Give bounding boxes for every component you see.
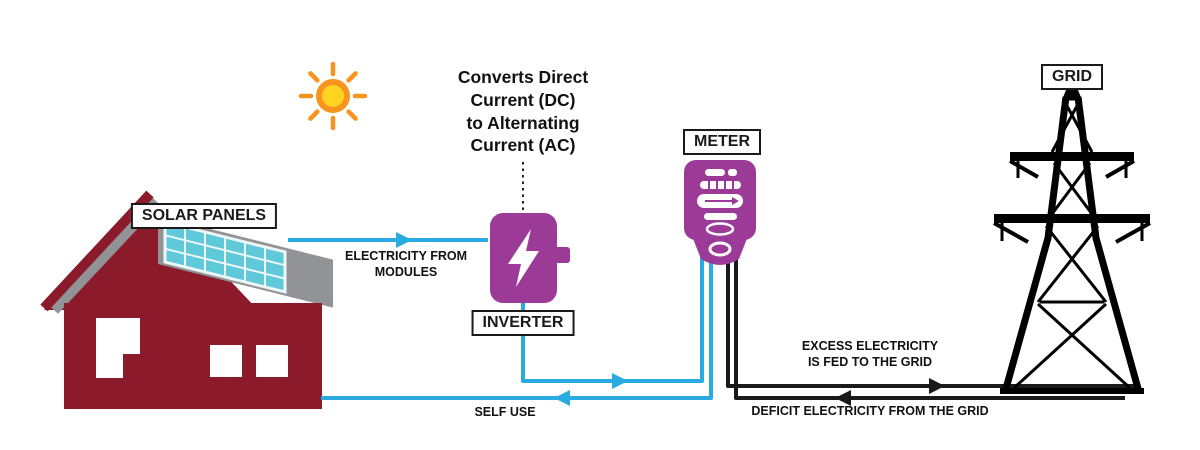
grid-label: GRID bbox=[1041, 64, 1103, 90]
meter-display-bar bbox=[705, 169, 725, 176]
self-use-label: SELF USE bbox=[474, 405, 536, 419]
caption-line: Current (DC) bbox=[470, 89, 576, 110]
tower-right-leg bbox=[1074, 96, 1143, 393]
inverter-caption: Converts Direct Current (DC) to Alternat… bbox=[458, 66, 588, 157]
excess-flow-label: EXCESS ELECTRICITY IS FED TO THE GRID bbox=[802, 339, 938, 370]
arrowhead-self-use bbox=[554, 390, 570, 406]
tower-lower-crossarm bbox=[994, 214, 1150, 223]
modules-flow-line1: ELECTRICITY FROM bbox=[345, 249, 467, 263]
modules-flow-label: ELECTRICITY FROM MODULES bbox=[345, 249, 467, 280]
flow-line-self-use bbox=[321, 252, 713, 400]
house bbox=[40, 190, 333, 409]
caption-line: Current (AC) bbox=[470, 135, 576, 156]
tower-upper-crossarm bbox=[1010, 152, 1134, 161]
meter-socket-ring bbox=[708, 241, 732, 257]
caption-line: to Alternating bbox=[466, 112, 580, 133]
arrowhead-excess bbox=[929, 378, 945, 394]
meter-label: METER bbox=[683, 129, 761, 155]
excess-flow-line2: IS FED TO THE GRID bbox=[807, 354, 933, 369]
house-gable bbox=[44, 196, 258, 310]
inverter-icon bbox=[490, 213, 570, 303]
meter-dial bbox=[705, 222, 735, 236]
meter-readout-arrow bbox=[732, 197, 739, 205]
house-window bbox=[256, 345, 288, 377]
lightning-bolt-icon bbox=[508, 229, 539, 287]
sun-icon bbox=[298, 61, 368, 131]
flow-line-excess bbox=[726, 252, 1135, 388]
meter-base bbox=[692, 236, 748, 265]
arrowhead-modules bbox=[396, 232, 412, 248]
solar-panels-label: SOLAR PANELS bbox=[130, 203, 278, 229]
meter-display-bar bbox=[704, 213, 737, 220]
solar-panel-array bbox=[163, 220, 287, 294]
sun-core bbox=[316, 79, 350, 113]
flow-line-deficit bbox=[734, 252, 1125, 400]
tower-left-leg bbox=[1001, 96, 1070, 393]
grid-tower bbox=[993, 74, 1151, 394]
deficit-flow-label: DEFICIT ELECTRICITY FROM THE GRID bbox=[751, 404, 989, 418]
inverter-knob bbox=[553, 247, 570, 263]
house-door-window bbox=[96, 318, 140, 378]
arrowhead-deficit bbox=[835, 390, 851, 406]
meter-segment-bar bbox=[700, 181, 741, 189]
meter-display-dot bbox=[728, 169, 737, 176]
meter-icon bbox=[684, 160, 756, 265]
excess-flow-line1: EXCESS ELECTRICITY bbox=[801, 339, 939, 353]
caption-line: Converts Direct bbox=[457, 67, 589, 87]
inverter-label: INVERTER bbox=[471, 310, 575, 336]
flow-lines bbox=[288, 232, 1135, 406]
modules-flow-line2: MODULES bbox=[374, 264, 438, 279]
arrowhead-to-meter bbox=[612, 373, 628, 389]
house-window bbox=[210, 345, 242, 377]
